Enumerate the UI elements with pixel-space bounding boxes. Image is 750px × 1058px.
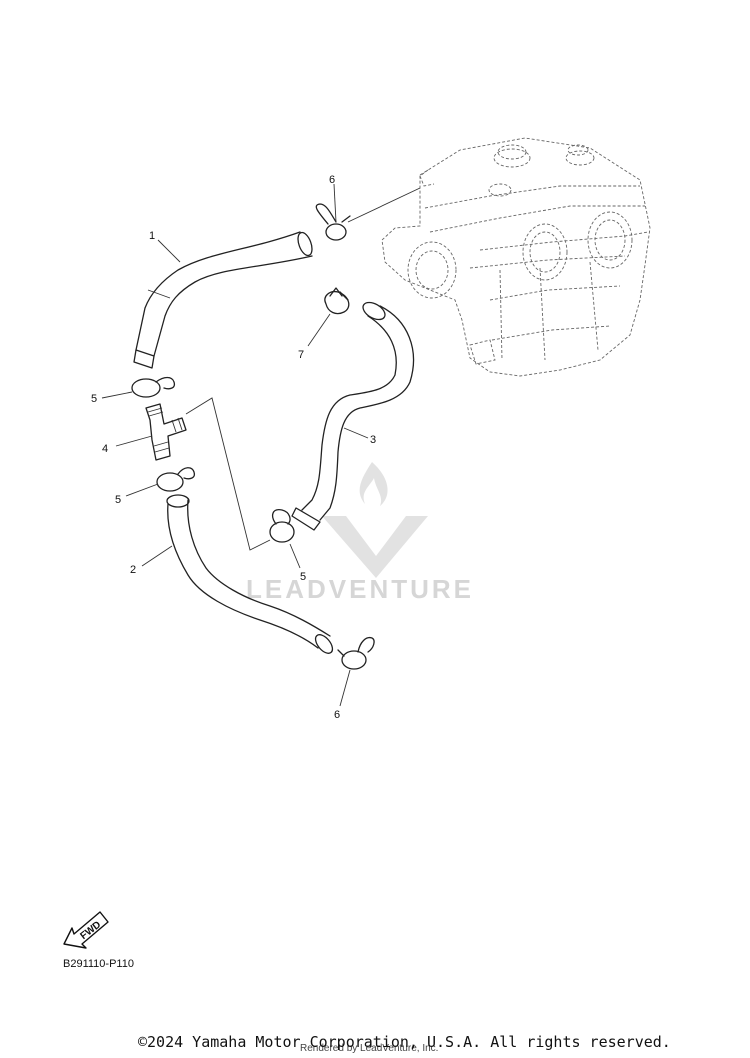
leader-1 <box>157 239 181 263</box>
callout-6a: 6 <box>329 174 335 186</box>
watermark-flame-icon <box>359 462 388 506</box>
leader-5c <box>289 543 301 569</box>
leader-7 <box>307 313 331 347</box>
copyright-text: ©2024 Yamaha Motor Corporation, U.S.A. A… <box>138 1033 671 1051</box>
clip-6-upper[interactable] <box>315 203 351 241</box>
diagram-code: B291110-P110 <box>63 958 134 970</box>
leader-5a <box>101 391 133 399</box>
leader-4 <box>115 435 153 447</box>
clip-6-lower[interactable] <box>337 636 375 670</box>
callout-3: 3 <box>370 434 376 446</box>
leadventure-watermark: LEADVENTURE <box>246 462 474 604</box>
routing-line <box>185 397 271 551</box>
hose-2[interactable] <box>166 494 336 656</box>
clip-5-upper[interactable] <box>131 376 176 398</box>
leader-2 <box>141 545 173 567</box>
clip-5-middle[interactable] <box>156 467 196 492</box>
callout-2: 2 <box>130 564 136 576</box>
leader-6a <box>333 183 337 223</box>
callout-5a: 5 <box>91 393 97 405</box>
callout-5c: 5 <box>300 571 306 583</box>
clamp-7[interactable] <box>324 287 350 315</box>
cylinder-head <box>381 137 651 377</box>
rendered-by-text: Rendered by LeadVenture, Inc. <box>300 1043 439 1054</box>
callout-5b: 5 <box>115 494 121 506</box>
clip-5-lower[interactable] <box>269 509 295 543</box>
leader-6b <box>339 669 351 707</box>
fwd-arrow-icon: FWD <box>63 911 109 949</box>
callout-7: 7 <box>298 349 304 361</box>
callout-1: 1 <box>149 230 155 242</box>
callout-4: 4 <box>102 443 108 455</box>
watermark-text: LEADVENTURE <box>246 574 474 604</box>
hose-1[interactable] <box>133 231 315 369</box>
leader-5b <box>125 483 159 497</box>
watermark-v-icon <box>322 516 428 578</box>
callout-6b: 6 <box>334 709 340 721</box>
leader-3 <box>343 427 369 439</box>
hose-3[interactable] <box>291 299 415 531</box>
leader-6a-engine <box>347 187 421 223</box>
joint-4[interactable] <box>145 403 187 461</box>
